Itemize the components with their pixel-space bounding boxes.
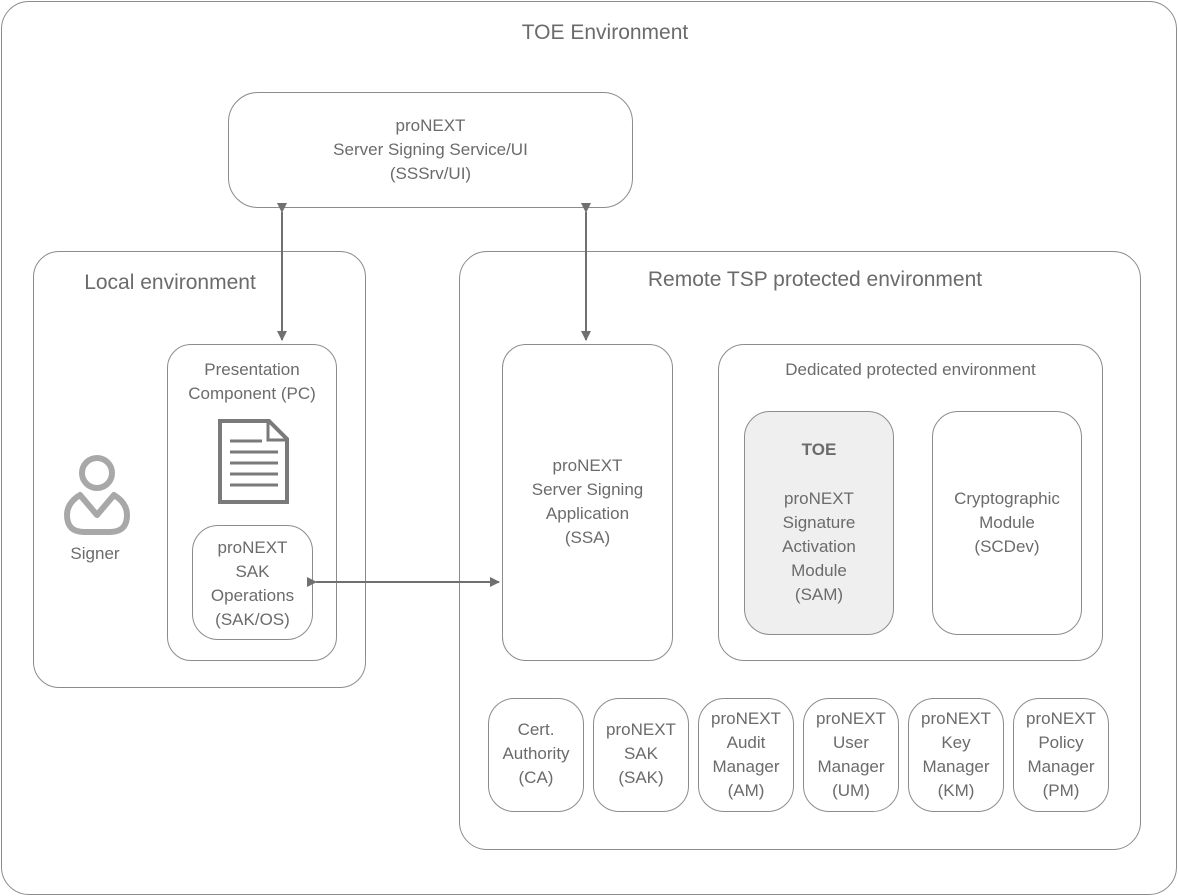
sak-operations-box: proNEXT SAK Operations (SAK/OS)	[192, 525, 313, 640]
module-user-manager: proNEXT User Manager (UM)	[803, 698, 899, 812]
server-signing-application-box	[502, 344, 673, 661]
server-signing-service-label: proNEXT Server Signing Service/UI (SSSrv…	[333, 116, 528, 183]
presentation-component-box	[167, 344, 337, 661]
module-audit-manager: proNEXT Audit Manager (AM)	[698, 698, 794, 812]
toe-sam-box	[744, 411, 894, 635]
presentation-component-label: Presentation Component (PC)	[188, 360, 316, 403]
toe-environment-title: TOE Environment	[521, 21, 689, 44]
signer-label: Signer	[70, 544, 120, 563]
remote-environment-title: Remote TSP protected environment	[647, 268, 983, 291]
server-signing-service-box	[228, 92, 633, 208]
dedicated-environment-frame	[718, 344, 1103, 661]
remote-environment-frame	[459, 251, 1141, 850]
module-ca: Cert. Authority (CA)	[488, 698, 584, 812]
module-policy-manager: proNEXT Policy Manager (PM)	[1013, 698, 1109, 812]
local-environment-frame	[33, 251, 366, 688]
toe-sam-label: proNEXT Signature Activation Module (SAM…	[782, 489, 856, 604]
dedicated-environment-title: Dedicated protected environment	[785, 360, 1036, 379]
module-key-manager: proNEXT Key Manager (KM)	[908, 698, 1004, 812]
toe-heading: TOE	[801, 440, 837, 459]
cryptographic-module-label: Cryptographic Module (SCDev)	[954, 489, 1060, 556]
server-signing-application-label: proNEXT Server Signing Application (SSA)	[531, 456, 644, 547]
module-sak: proNEXT SAK (SAK)	[593, 698, 689, 812]
cryptographic-module-box	[932, 411, 1082, 635]
local-environment-title: Local environment	[84, 271, 256, 294]
